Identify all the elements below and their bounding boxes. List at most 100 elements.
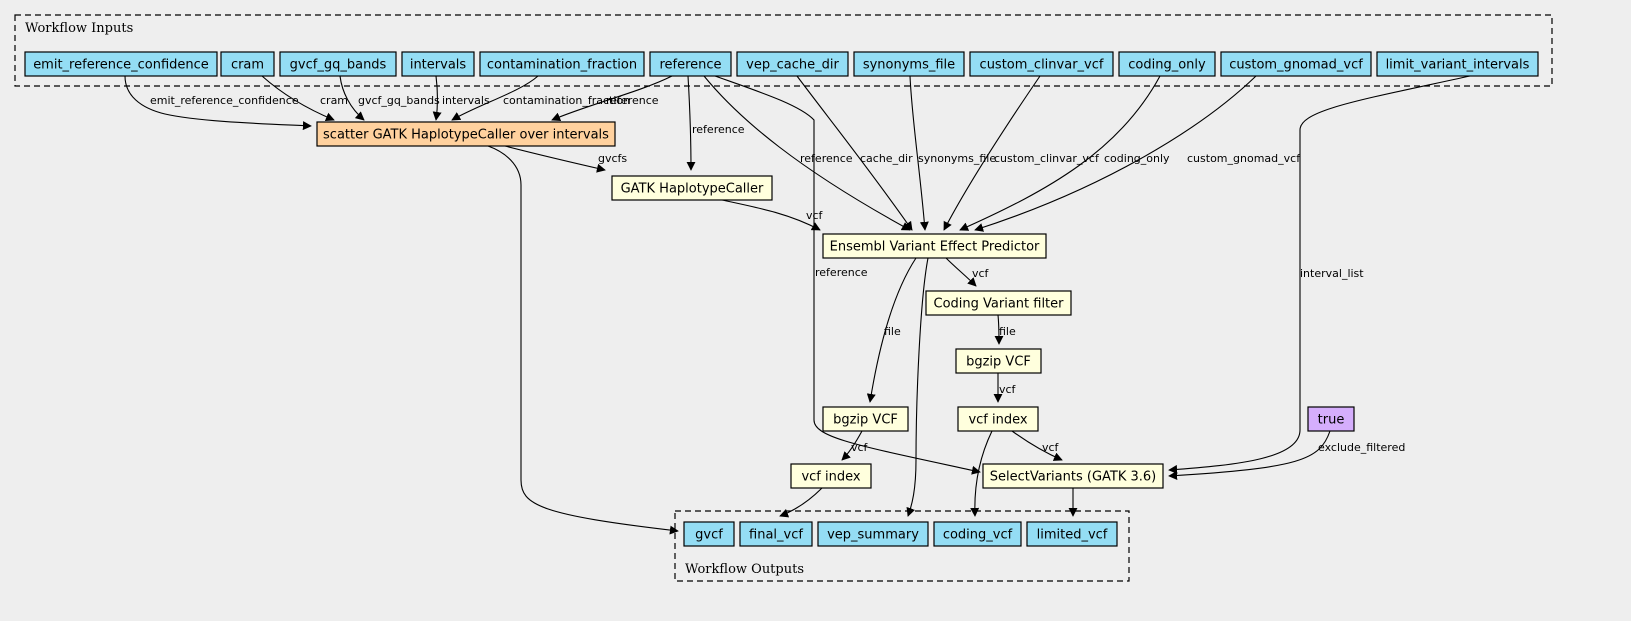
- edge-label: reference: [800, 152, 853, 165]
- edge-line: [487, 145, 679, 535]
- edge-line: [909, 75, 929, 231]
- edge-line: [703, 75, 911, 231]
- edge-label: vcf: [1042, 441, 1060, 454]
- edge-line: [721, 199, 821, 231]
- cluster-border-inputs: [14, 14, 1553, 87]
- edge-reference-to-scatter: reference: [551, 75, 673, 122]
- node-label: coding_only: [1128, 58, 1206, 73]
- node-out-gvcf[interactable]: gvcf: [683, 521, 735, 547]
- node-bgzip-coding[interactable]: bgzip VCF: [955, 348, 1042, 374]
- node-synonyms-file[interactable]: synonyms_file: [853, 51, 965, 77]
- node-label: bgzip VCF: [966, 355, 1031, 370]
- node-emit-reference-confidence[interactable]: emit_reference_confidence: [24, 51, 218, 77]
- node-box: [736, 51, 849, 77]
- edge-line: [504, 145, 606, 173]
- edge-line: [959, 75, 1161, 231]
- node-box: [1376, 51, 1539, 77]
- node-reference[interactable]: reference: [649, 51, 732, 77]
- node-contamination-fraction[interactable]: contamination_fraction: [479, 51, 645, 77]
- edge-label: gvcfs: [598, 152, 627, 165]
- node-index-final[interactable]: vcf index: [790, 463, 872, 489]
- node-scatter[interactable]: scatter GATK HaplotypeCaller over interv…: [316, 121, 616, 147]
- edge-coding_filter-to-bgzip_coding: file: [994, 314, 1016, 345]
- node-coding-filter[interactable]: Coding Variant filter: [925, 290, 1072, 316]
- node-label: bgzip VCF: [833, 413, 898, 428]
- edge-index_coding-to-selectvariants: vcf: [1011, 430, 1063, 461]
- node-custom-clinvar-vcf[interactable]: custom_clinvar_vcf: [969, 51, 1114, 77]
- node-haplotypecaller[interactable]: GATK HaplotypeCaller: [611, 175, 773, 201]
- edge-line: [945, 257, 977, 287]
- edge-label: coding_only: [1104, 152, 1170, 165]
- node-box: [822, 233, 1047, 259]
- node-label: gvcf_gq_bands: [290, 58, 387, 73]
- edge-gvcf_gq_bands-to-scatter: gvcf_gq_bands: [339, 75, 440, 121]
- edge-custom_gnomad_vcf-to-vep: custom_gnomad_vcf: [974, 75, 1301, 232]
- node-label: SelectVariants (GATK 3.6): [990, 470, 1157, 485]
- edge-line: [551, 75, 673, 122]
- node-limit-variant-intervals[interactable]: limit_variant_intervals: [1376, 51, 1539, 77]
- node-gvcf-gq-bands[interactable]: gvcf_gq_bands: [279, 51, 397, 77]
- node-vep-cache-dir[interactable]: vep_cache_dir: [736, 51, 849, 77]
- node-label: intervals: [410, 58, 467, 73]
- edge-label: file: [884, 325, 901, 338]
- edge-line: [261, 75, 335, 122]
- edge-label: vcf: [972, 267, 990, 280]
- node-out-vep-summary[interactable]: vep_summary: [817, 521, 929, 547]
- edge-reference-to-selectvariants: reference: [714, 75, 981, 475]
- edge-bgzip_coding-to-index_coding: vcf: [993, 373, 1017, 403]
- node-box: [611, 175, 773, 201]
- node-label: Coding Variant filter: [934, 297, 1065, 312]
- edge-line: [451, 75, 539, 121]
- edge-custom_clinvar_vcf-to-vep: custom_clinvar_vcf: [943, 75, 1100, 231]
- node-vep[interactable]: Ensembl Variant Effect Predictor: [822, 233, 1047, 259]
- edge-label: reference: [692, 123, 745, 136]
- node-box: [969, 51, 1114, 77]
- edge-label: vcf: [851, 441, 869, 454]
- edge-line: [796, 75, 913, 231]
- cluster-inputs: Workflow Inputs: [14, 14, 1553, 87]
- node-box: [957, 406, 1039, 432]
- node-box: [279, 51, 397, 77]
- node-box: [739, 521, 813, 547]
- node-out-coding-vcf[interactable]: coding_vcf: [933, 521, 1022, 547]
- edge-label: exclude_filtered: [1318, 441, 1405, 454]
- edge-emit_reference_confidence-to-scatter: emit_reference_confidence: [124, 75, 312, 131]
- node-box: [982, 463, 1164, 489]
- node-selectvariants[interactable]: SelectVariants (GATK 3.6): [982, 463, 1164, 489]
- edge-label: interval_list: [1300, 267, 1364, 280]
- edge-index_coding-to-out_coding_vcf: [970, 430, 993, 517]
- node-intervals[interactable]: intervals: [401, 51, 475, 77]
- edge-line: [779, 487, 823, 518]
- node-out-limited-vcf[interactable]: limited_vcf: [1026, 521, 1118, 547]
- edge-coding_only-to-vep: coding_only: [959, 75, 1170, 231]
- edge-line: [1168, 75, 1471, 474]
- node-box: [853, 51, 965, 77]
- edge-true_default-to-selectvariants: exclude_filtered: [1168, 430, 1405, 480]
- node-out-final-vcf[interactable]: final_vcf: [739, 521, 813, 547]
- node-label: limit_variant_intervals: [1386, 58, 1530, 73]
- edge-label: custom_clinvar_vcf: [994, 152, 1100, 165]
- node-box: [24, 51, 218, 77]
- edge-line: [1168, 430, 1331, 480]
- edge-vep-to-coding_filter: vcf: [945, 257, 990, 287]
- node-box: [790, 463, 872, 489]
- edge-scatter-to-out_gvcf: [487, 145, 679, 535]
- node-cram[interactable]: cram: [220, 51, 275, 77]
- node-coding-only[interactable]: coding_only: [1118, 51, 1216, 77]
- edge-label: emit_reference_confidence: [150, 94, 299, 107]
- node-true-default[interactable]: true: [1307, 406, 1355, 432]
- node-custom-gnomad-vcf[interactable]: custom_gnomad_vcf: [1220, 51, 1372, 77]
- edge-line: [841, 430, 863, 461]
- node-label: vep_summary: [827, 528, 919, 543]
- edge-index_final-to-out_final_vcf: [779, 487, 823, 518]
- edge-reference-to-haplotypecaller: reference: [686, 75, 745, 171]
- edge-intervals-to-scatter: intervals: [432, 75, 490, 121]
- edge-label: reference: [606, 94, 659, 107]
- node-index-coding[interactable]: vcf index: [957, 406, 1039, 432]
- edge-haplotypecaller-to-vep: vcf: [721, 199, 824, 231]
- edge-line: [994, 314, 1004, 345]
- edge-vep_cache_dir-to-vep: cache_dir: [796, 75, 913, 231]
- node-bgzip-final[interactable]: bgzip VCF: [822, 406, 909, 432]
- edge-line: [432, 75, 442, 121]
- node-label: vcf index: [968, 413, 1027, 428]
